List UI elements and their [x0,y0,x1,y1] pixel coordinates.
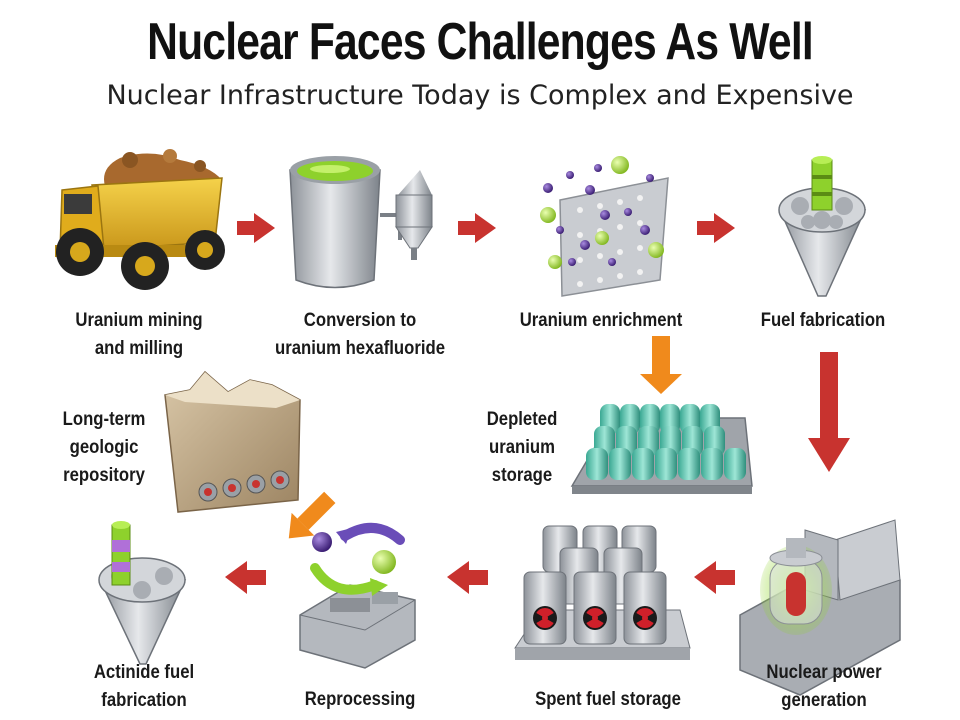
orange-arrows [288,336,682,539]
label-line: Actinide fuel [93,662,195,683]
dump-truck-icon [55,149,225,290]
arrow-enrichment-to-depleted [640,336,682,394]
label-line: Nuclear power [766,662,882,683]
spent-fuel-casks-icon [514,525,691,660]
label-line: Reprocessing [304,689,416,710]
label-line: fabrication [101,690,187,711]
page-title: Nuclear Faces Challenges As Well [147,13,814,71]
label-line: storage [491,465,553,486]
label-line: geologic [69,437,139,458]
label-power-generation: Nuclear power generation [736,659,912,715]
label-line: Uranium mining [75,310,203,331]
arrow-fabrication-to-power [808,352,850,472]
label-geologic-repository: Long-term geologic repository [16,406,192,490]
reactor-icon [739,519,901,696]
actinide-assembly-icon [98,521,187,665]
label-line: Spent fuel storage [535,689,681,710]
arrow-mining-to-conversion [237,213,275,243]
label-line: Conversion to [303,310,417,331]
label-actinide-fabrication: Actinide fuel fabrication [56,659,232,715]
label-line: generation [781,690,867,711]
arrow-spent-to-reprocessing [447,561,488,594]
label-spent-fuel-storage: Spent fuel storage [520,686,696,714]
reprocessing-plant-icon [299,523,416,669]
label-depleted-storage: Depleted uranium storage [434,406,610,490]
enrichment-mesh-icon [540,156,669,297]
arrow-reprocessing-to-actinide [225,561,266,594]
label-line: and milling [94,338,184,359]
label-line: uranium [489,437,555,458]
arrow-power-to-spent [694,561,735,594]
label-line: Depleted [486,409,558,430]
label-enrichment: Uranium enrichment [513,307,689,335]
label-reprocessing: Reprocessing [272,686,448,714]
label-line: uranium hexafluoride [274,338,446,359]
fuel-assembly-icon [778,156,867,297]
flow-arrows [225,213,850,594]
arrow-reprocessing-to-repository [288,491,336,539]
rock-block-icon [164,370,301,513]
arrow-conversion-to-enrichment [458,213,496,243]
label-line: repository [63,465,145,486]
conversion-tank-icon [289,156,433,289]
label-line: Fuel fabrication [760,310,886,331]
label-fuel-fabrication: Fuel fabrication [735,307,911,335]
label-line: Uranium enrichment [519,310,683,331]
arrow-enrichment-to-fabrication [697,213,735,243]
label-line: Long-term [62,409,146,430]
page-subtitle: Nuclear Infrastructure Today is Complex … [106,80,854,111]
cylinder-pallet-icon [570,404,753,494]
label-conversion: Conversion to uranium hexafluoride [272,307,448,363]
label-uranium-mining: Uranium mining and milling [51,307,227,363]
